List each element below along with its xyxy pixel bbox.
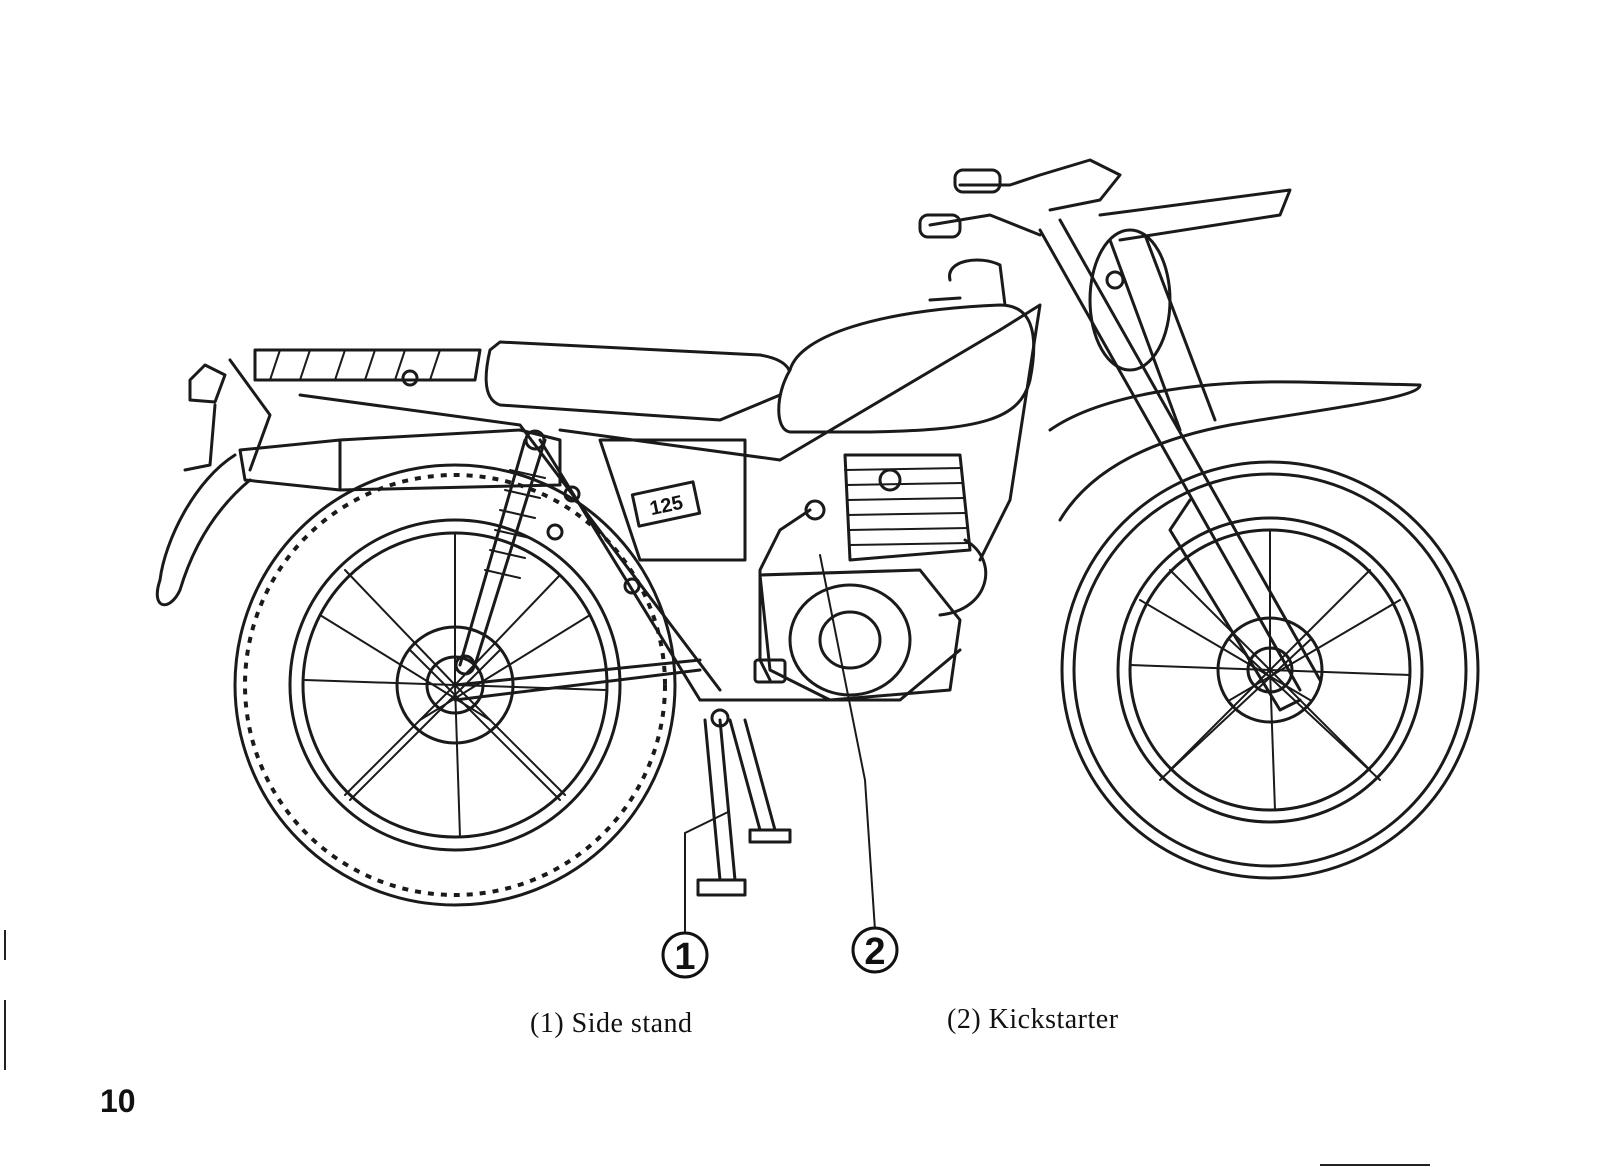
handlebars <box>918 158 1122 239</box>
rear-wheel <box>233 463 677 907</box>
front-fender <box>1048 380 1422 522</box>
callout-1: 1 <box>661 931 709 979</box>
fuel-tank <box>777 258 1036 434</box>
kickstarter <box>753 499 826 684</box>
scan-edge-mark <box>4 1000 6 1070</box>
callout-1-number: 1 <box>674 936 695 978</box>
callout-2-number: 2 <box>864 931 885 973</box>
callout-2: 2 <box>851 926 899 974</box>
seat <box>484 340 792 422</box>
rear-fender <box>155 358 272 607</box>
exhaust-muffler <box>238 428 562 492</box>
engine <box>758 453 988 702</box>
page-number: 10 <box>100 1083 136 1119</box>
front-wheel <box>1060 460 1480 880</box>
scan-edge-mark <box>1320 1164 1430 1166</box>
callout-leaders <box>684 554 876 936</box>
side-cover: 125 <box>546 438 747 595</box>
side-stand <box>696 708 792 897</box>
rear-shock-absorber <box>454 429 547 676</box>
caption-side-stand: (1) Side stand <box>530 1008 693 1039</box>
headlight-assembly <box>1088 188 1292 432</box>
rear-luggage-rack <box>253 348 482 387</box>
frame <box>298 303 1042 702</box>
tank-badge-text: 125 <box>648 492 685 520</box>
scan-edge-mark <box>4 930 6 960</box>
front-fork <box>1038 218 1322 712</box>
caption-kickstarter: (2) Kickstarter <box>947 1004 1119 1035</box>
